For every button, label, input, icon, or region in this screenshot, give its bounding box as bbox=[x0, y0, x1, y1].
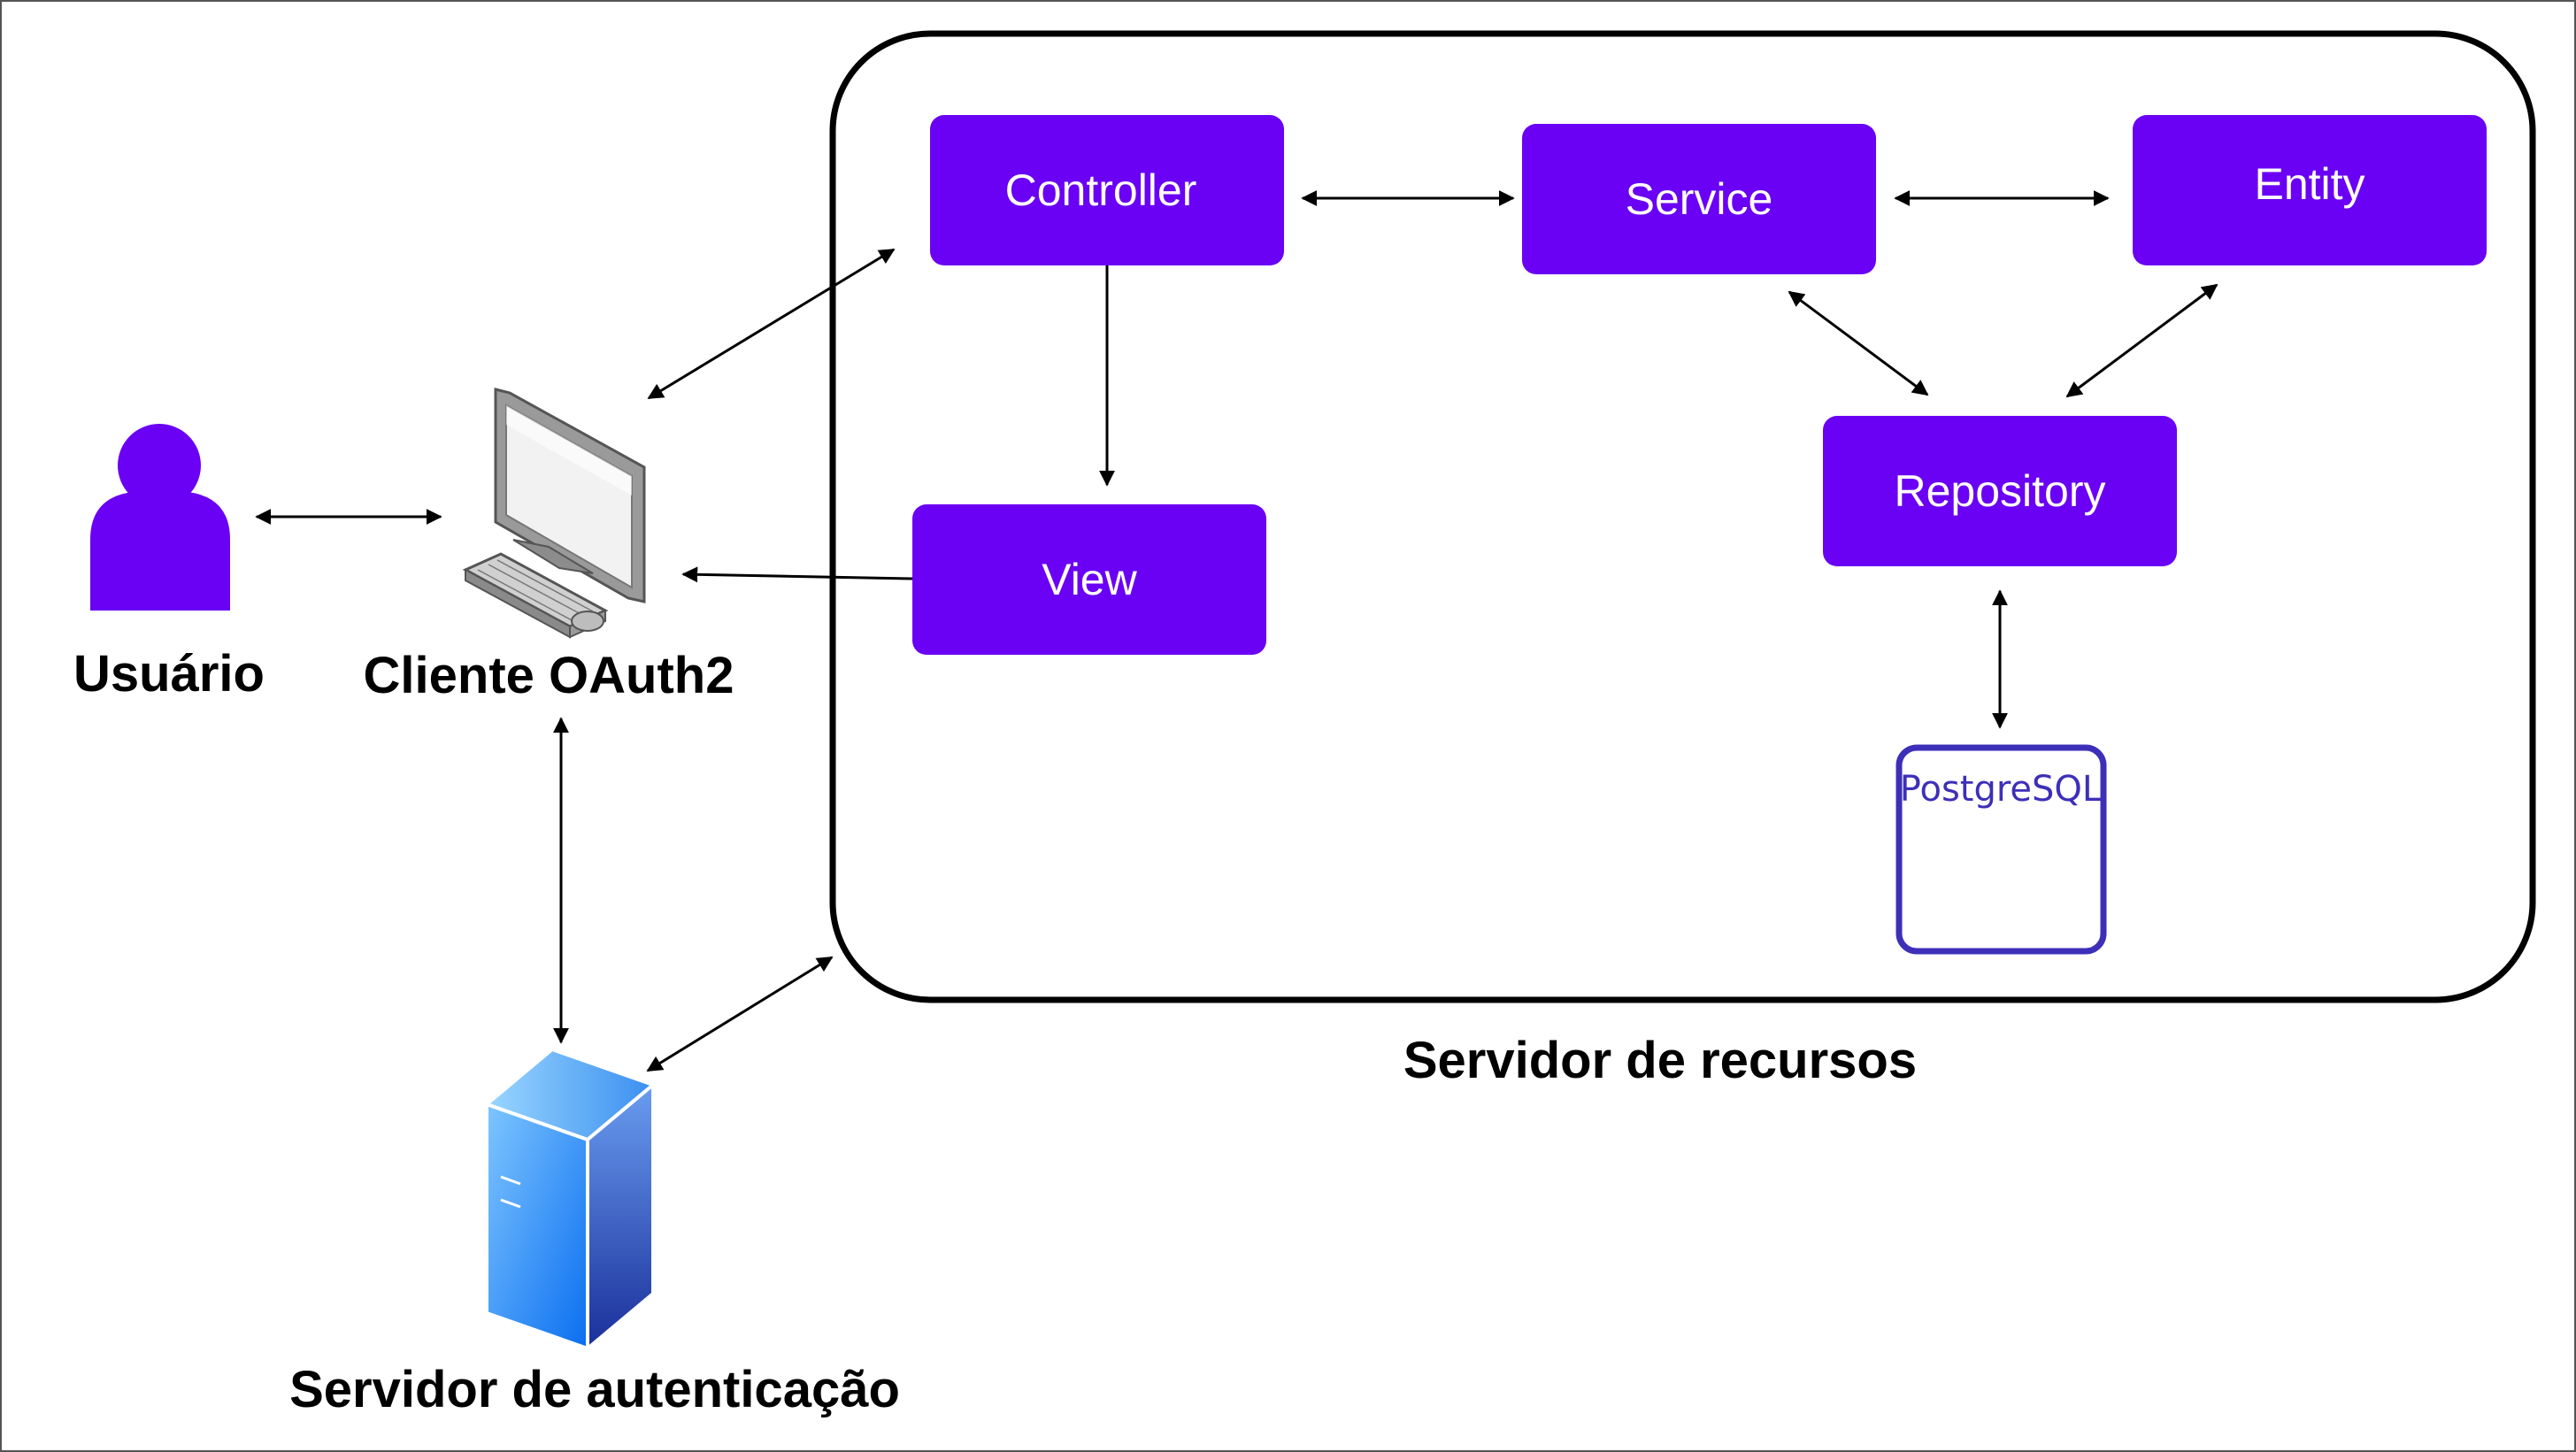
entity-label: Entity bbox=[2254, 159, 2365, 209]
service-label: Service bbox=[1626, 174, 1773, 224]
entity-box[interactable]: Entity bbox=[2133, 115, 2487, 265]
server-icon bbox=[483, 1047, 657, 1353]
service-box[interactable]: Service bbox=[1522, 124, 1876, 274]
user-icon bbox=[90, 424, 230, 611]
repository-label: Repository bbox=[1895, 466, 2106, 516]
arrow-service-repository bbox=[1788, 290, 1929, 396]
arrow-auth-resource bbox=[646, 956, 834, 1072]
label-servidor-recursos: Servidor de recursos bbox=[1403, 1032, 1917, 1089]
controller-label: Controller bbox=[1005, 165, 1197, 215]
database-icon[interactable]: PostgreSQL bbox=[1895, 744, 2107, 955]
view-box[interactable]: View bbox=[912, 504, 1266, 655]
label-servidor-autenticacao: Servidor de autenticação bbox=[289, 1361, 900, 1418]
label-cliente: Cliente OAuth2 bbox=[364, 647, 734, 704]
view-label: View bbox=[1042, 555, 1137, 604]
postgres-label: PostgreSQL bbox=[1900, 769, 2103, 810]
controller-box[interactable]: Controller bbox=[930, 115, 1284, 265]
arrow-view-client bbox=[681, 566, 913, 583]
arrow-client-controller bbox=[647, 248, 896, 400]
computer-icon bbox=[462, 388, 646, 639]
resource-server-container bbox=[829, 30, 2536, 1003]
repository-box[interactable]: Repository bbox=[1823, 416, 2177, 566]
arrow-entity-repository bbox=[2065, 283, 2218, 398]
label-usuario: Usuário bbox=[73, 645, 265, 703]
